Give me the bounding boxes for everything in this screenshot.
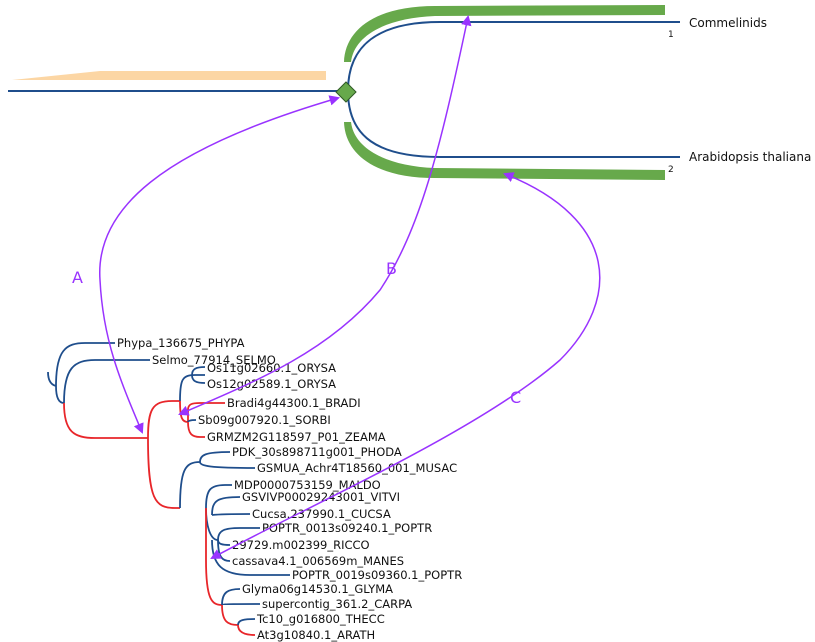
gene-branch-eudicot-upper (205, 484, 232, 509)
leaf-label: Bradi4g44300.1_BRADI (227, 396, 361, 410)
arrow-label-a: A (72, 268, 83, 287)
gene-tree-labels: Phypa_136675_PHYPA Selmo_77914_SELMO Os1… (117, 336, 462, 642)
gene-branch-dicot (147, 437, 180, 509)
gene-branch-thecc (237, 618, 256, 626)
species-label-arabidopsis: Arabidopsis thaliana (689, 150, 811, 164)
gene-branch-phoda (199, 451, 231, 463)
leaf-label: 29729.m002399_RICCO (232, 538, 370, 552)
green-band-bottom (344, 122, 665, 180)
leaf-label: At3g10840.1_ARATH (257, 628, 375, 642)
gene-branch-to-duplication (63, 402, 148, 439)
gene-root-stub (47, 371, 57, 387)
gene-branch-malvids (221, 604, 239, 626)
leaf-label: Glyma06g14530.1_GLYMA (242, 582, 393, 596)
gene-branch-cucsa (211, 513, 251, 516)
leaf-label: POPTR_0019s09360.1_POPTR (292, 568, 462, 582)
gene-branch-musac (199, 461, 256, 469)
branch-commelinids (347, 21, 680, 92)
leaf-label: GRMZM2G118597_P01_ZEAMA (207, 430, 386, 444)
gene-branch-palm-musa (179, 461, 201, 509)
leaf-label: Phypa_136675_PHYPA (117, 336, 245, 350)
species-index-2: 2 (668, 165, 674, 175)
gene-branch-eudicot-rosid (205, 508, 223, 606)
leaf-label: PDK_30s898711g001_PHODA (232, 445, 402, 459)
leaf-label: cassava4.1_006569m_MANES (232, 554, 404, 568)
arrow-label-c: C (510, 388, 521, 407)
arrow-c (210, 172, 601, 559)
leaf-label: Sb09g007920.1_SORBI (198, 413, 331, 427)
gene-branch-carpa (221, 603, 261, 606)
leaf-label: Tc10_g016800_THECC (256, 612, 385, 626)
gene-branch-arath (237, 624, 256, 636)
species-index-1: 1 (668, 30, 674, 40)
leaf-label: supercontig_361.2_CARPA (262, 597, 412, 611)
species-label-commelinids: Commelinids (689, 16, 767, 30)
root-branch-wedge (12, 71, 326, 80)
leaf-label: Os12g02589.1_ORYSA (207, 377, 336, 391)
green-band-top (344, 5, 665, 62)
species-tree: Commelinids 1 Arabidopsis thaliana 2 (8, 5, 811, 180)
gene-branch-glyma (221, 588, 241, 606)
gene-branch-ricco (217, 539, 231, 546)
gene-branch-selmo (63, 359, 150, 404)
gene-branch-inner (55, 385, 65, 404)
gene-branch-grass (147, 400, 180, 439)
annotation-arrows (99, 14, 601, 559)
gene-branch-sorbi (187, 419, 197, 423)
duplication-node (335, 81, 357, 103)
gene-branch-os12 (191, 374, 206, 384)
arrow-label-b: B (386, 259, 397, 278)
gene-branch-phypa (55, 342, 115, 387)
leaf-label: GSMUA_Achr4T18560_001_MUSAC (257, 461, 457, 475)
leaf-label: Cucsa.237990.1_CUCSA (252, 507, 391, 521)
branch-arabidopsis (347, 90, 680, 158)
leaf-label: POPTR_0013s09240.1_POPTR (262, 521, 432, 535)
gene-branch-vitvi (211, 496, 241, 516)
gene-branch-os11 (191, 366, 206, 376)
